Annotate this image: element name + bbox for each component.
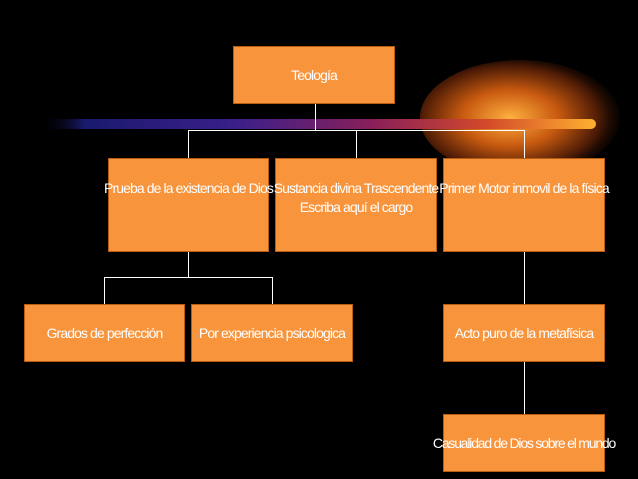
node-sustancia-divina: Sustancia divina Trascendente Escriba aq… [273,158,439,252]
node-primer-motor-label: Primer Motor inmovil de la física [439,180,609,196]
node-prueba-existencia-label: Prueba de la existencia de Dios [104,180,274,196]
node-grados-perfeccion: Grados de perfección [24,304,185,362]
connector-to-prueba [188,130,189,158]
connector-prueba-stem [188,252,189,278]
node-sustancia-divina-label: Sustancia divina Trascendente [273,180,439,196]
connector-to-primer-motor [524,130,525,158]
node-casualidad-dios-label: Casualidad de Dios sobre el mundo [432,434,616,451]
node-experiencia-psicologica: Por experiencia psicologica [191,304,353,362]
connector-to-sustancia [356,130,357,158]
node-casualidad-dios: Casualidad de Dios sobre el mundo [433,414,616,472]
node-primer-motor: Primer Motor inmovil de la física [439,158,610,252]
connector-acto-to-casualidad [524,362,525,414]
node-experiencia-psicologica-label: Por experiencia psicologica [198,324,346,341]
node-acto-puro: Acto puro de la metafísica [443,304,605,362]
node-teologia-label: Teología [291,66,338,83]
node-sustancia-divina-sublabel: Escriba aquí el cargo [299,199,414,215]
node-prueba-existencia: Prueba de la existencia de Dios [104,158,274,252]
connector-primer-to-acto [524,252,525,304]
node-grados-perfeccion-label: Grados de perfección [46,324,164,341]
connector-level2-bar [104,277,273,278]
connector-to-experiencia [272,277,273,304]
node-acto-puro-label: Acto puro de la metafísica [454,324,594,341]
connector-root-stem [315,104,316,131]
node-teologia: Teología [233,46,395,104]
connector-to-grados [104,277,105,304]
